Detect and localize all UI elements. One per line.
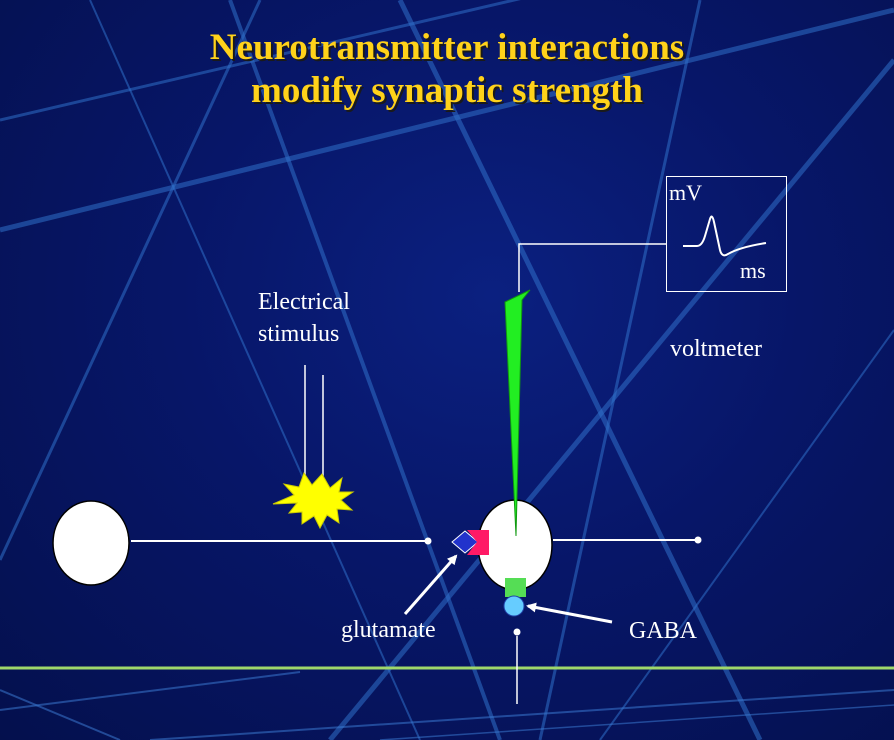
gaba-receptor-icon	[503, 595, 525, 617]
voltmeter-x-unit: ms	[740, 258, 766, 283]
stimulus-burst-icon	[272, 471, 355, 530]
voltmeter-display	[666, 176, 787, 292]
axon-terminal-dot	[424, 537, 432, 545]
voltmeter-y-unit: mV	[669, 180, 702, 205]
glutamate-arrow	[403, 554, 458, 615]
glutamate-terminal-icon	[467, 530, 489, 555]
postsynaptic-axon-end-dot	[694, 536, 702, 544]
presynaptic-cell-body	[52, 500, 130, 586]
electrode-wire	[518, 243, 666, 292]
gaba-terminal-icon	[505, 578, 526, 597]
voltmeter-label: voltmeter	[670, 336, 762, 362]
slide-title: Neurotransmitter interactions modify syn…	[0, 26, 894, 112]
stimulus-label-line-1: Electrical	[258, 289, 350, 315]
voltmeter-waveform	[683, 215, 767, 257]
title-line-1: Neurotransmitter interactions	[209, 27, 685, 68]
gaba-label: GABA	[629, 618, 698, 644]
recording-electrode	[504, 289, 531, 537]
gaba-input-dot	[513, 628, 521, 636]
glutamate-label: glutamate	[341, 617, 436, 643]
gaba-arrow	[526, 602, 613, 624]
title-line-2: modify synaptic strength	[251, 70, 643, 111]
stimulus-label-line-2: stimulus	[258, 321, 340, 347]
